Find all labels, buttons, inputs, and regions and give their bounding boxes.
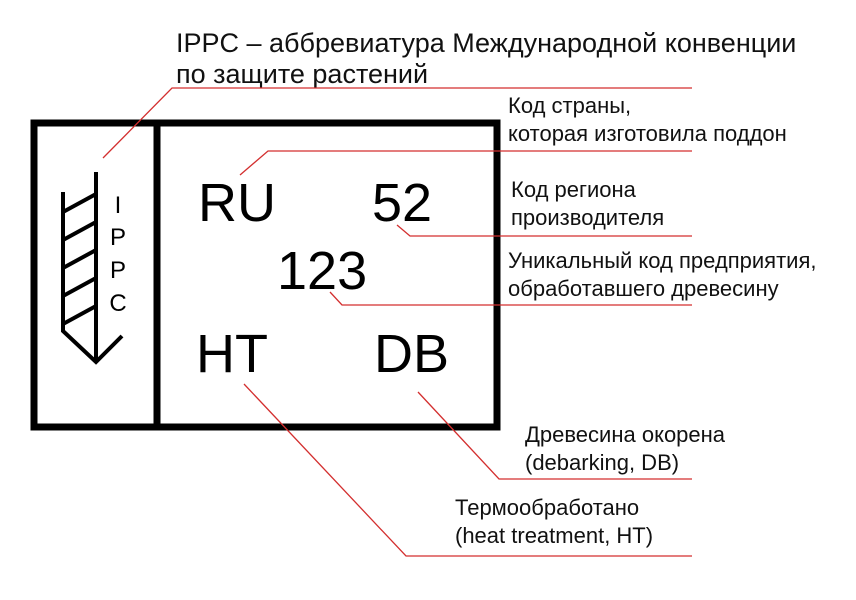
leader-enterprise xyxy=(329,291,692,306)
region-code: 52 xyxy=(372,173,432,233)
callout-treatment-line-2: (heat treatment, HT) xyxy=(455,523,653,548)
callout-country-line-2: которая изготовила поддон xyxy=(508,121,787,146)
callout-debark-line-1: Древесина окорена xyxy=(525,422,726,447)
debark-code: DB xyxy=(374,324,449,384)
stamp-frame xyxy=(30,119,501,431)
wheat-ear-icon xyxy=(61,172,124,365)
ippc-letter-i: I xyxy=(115,192,122,219)
enterprise-code: 123 xyxy=(277,241,367,301)
callout-country-line-1: Код страны, xyxy=(508,93,631,118)
callout-treatment-line-1: Термообработано xyxy=(455,495,639,520)
treatment-code: HT xyxy=(196,324,268,384)
ippc-letter-p2: P xyxy=(110,257,126,284)
callout-enterprise-line-1: Уникальный код предприятия, xyxy=(508,248,816,273)
callout-enterprise-line-2: обработавшего древесину xyxy=(508,276,779,301)
title-line-1: IPPC – аббревиатура Международной конвен… xyxy=(176,28,796,58)
callout-region-line-2: производителя xyxy=(511,205,664,230)
country-code: RU xyxy=(198,173,276,233)
title-line-2: по защите растений xyxy=(176,59,428,89)
leader-debark xyxy=(417,391,692,480)
ippc-letter-c: C xyxy=(109,290,126,317)
leader-title xyxy=(102,87,692,159)
callout-debark-line-2: (debarking, DB) xyxy=(525,450,679,475)
callout-region-line-1: Код региона xyxy=(511,177,637,202)
leader-treatment xyxy=(243,383,692,557)
leader-lines xyxy=(102,87,692,557)
ippc-letter-p1: P xyxy=(110,224,126,251)
leader-region xyxy=(396,224,692,237)
leader-country xyxy=(239,150,692,176)
